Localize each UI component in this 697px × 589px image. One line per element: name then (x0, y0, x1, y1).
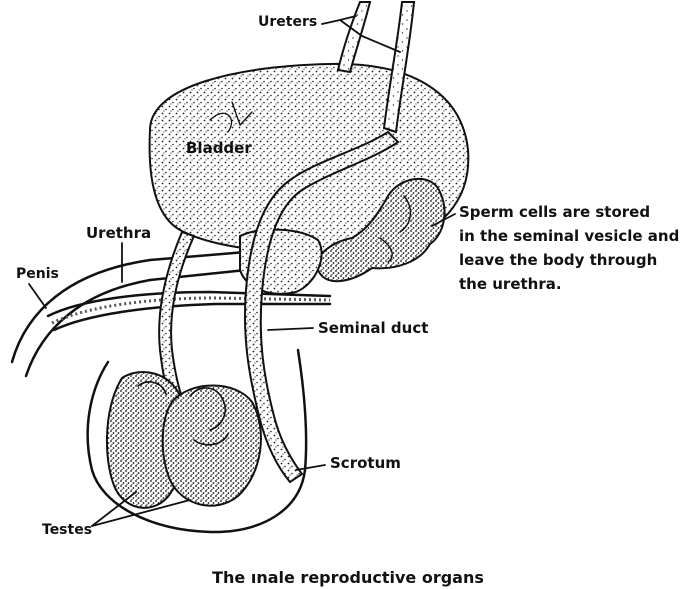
testes-label: Testes (42, 522, 92, 538)
note-line-1: Sperm cells are stored (459, 203, 650, 221)
note-line-2: in the seminal vesicle and (459, 227, 679, 245)
scrotum-label: Scrotum (330, 454, 401, 472)
figure-caption: The ınale reproductive organs (212, 568, 484, 587)
bladder-label: Bladder (186, 139, 252, 157)
seminal-duct-label: Seminal duct (318, 319, 428, 337)
urethra-label: Urethra (86, 224, 151, 242)
note-line-4: the urethra. (459, 275, 562, 293)
note-line-3: leave the body through (459, 251, 657, 269)
testes (107, 372, 261, 508)
penis-label: Penis (16, 266, 59, 282)
ureters-label: Ureters (258, 14, 317, 30)
